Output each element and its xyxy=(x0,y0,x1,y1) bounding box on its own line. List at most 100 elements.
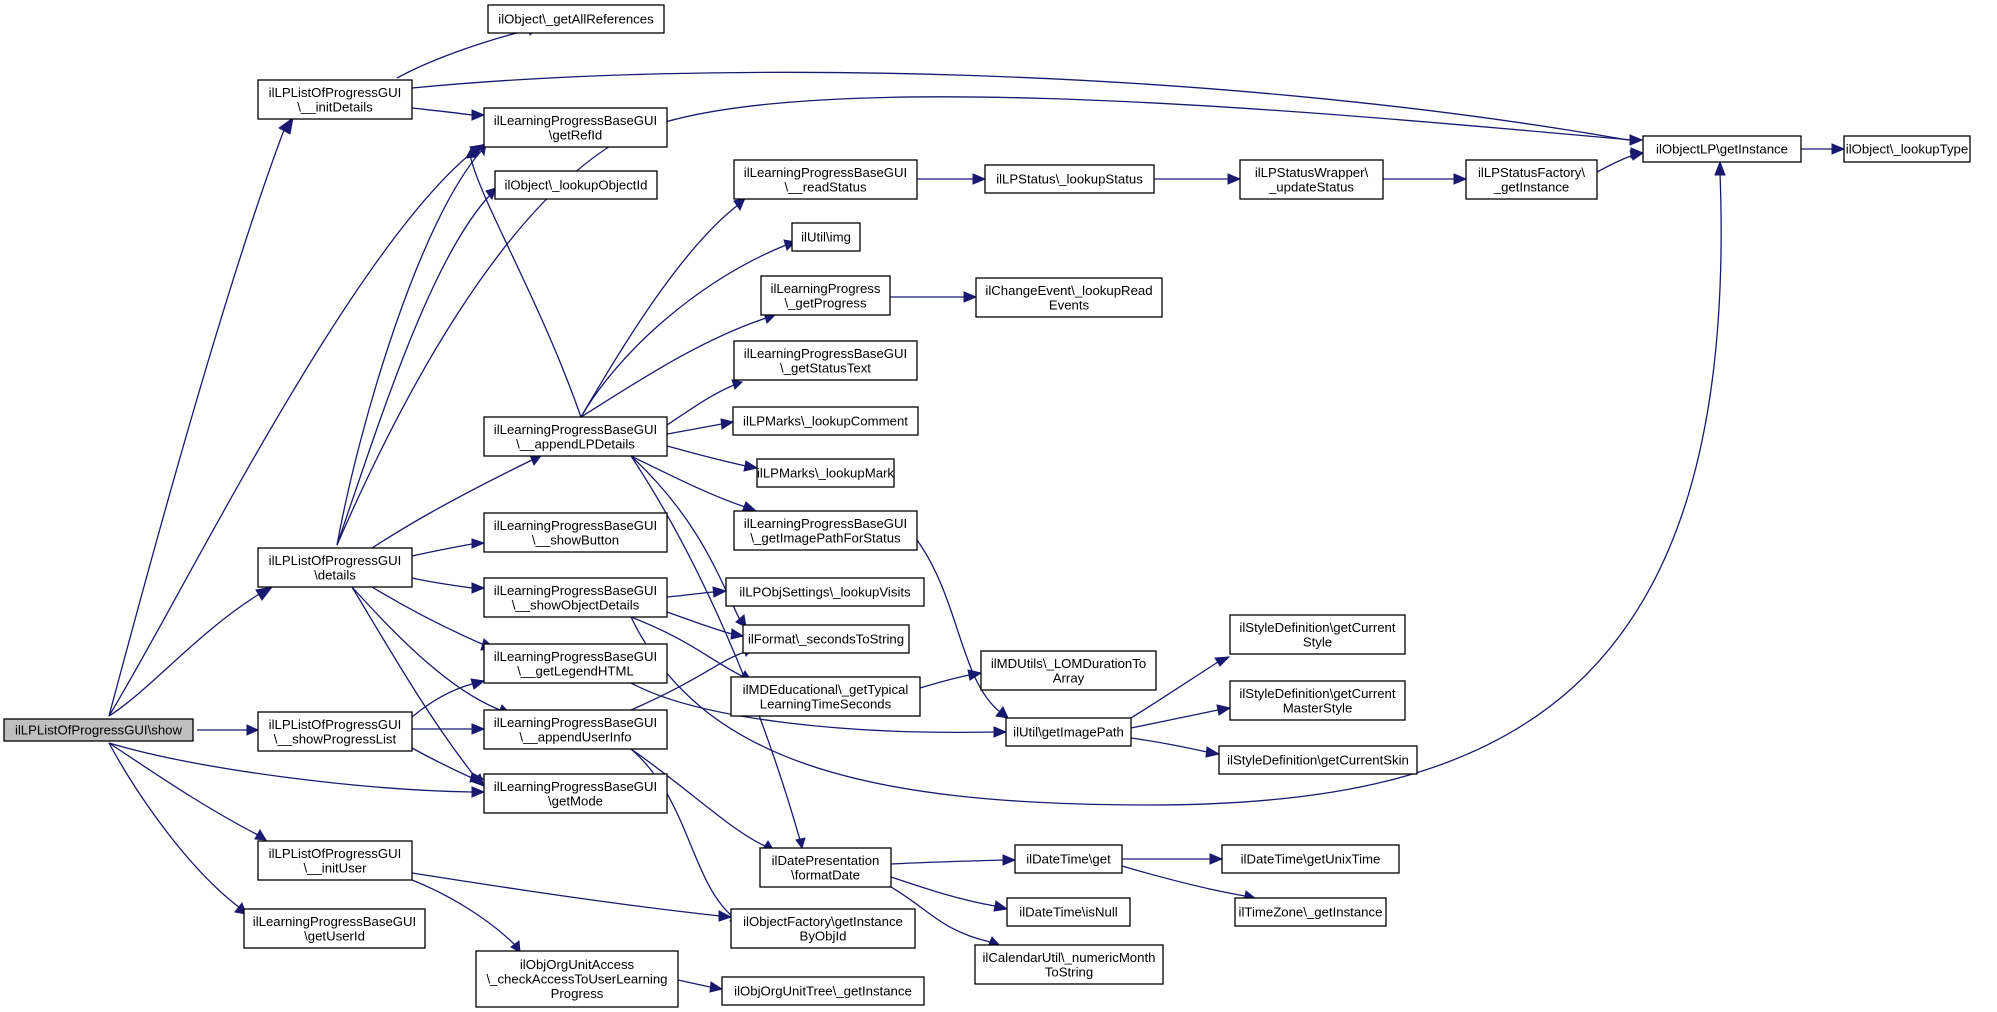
edge-line xyxy=(916,539,1001,713)
node-ilmdeducational-gettypical-learningtimeseconds[interactable]: ilMDEducational\_getTypicalLearningTimeS… xyxy=(730,676,921,717)
arrowhead-icon xyxy=(720,418,735,430)
arrowhead-icon xyxy=(465,145,477,159)
edge-n14-to-n29 xyxy=(666,586,728,598)
node-illplistofprogressgui-show[interactable]: ilLPListOfProgressGUI\show xyxy=(3,718,194,742)
node-box xyxy=(483,577,668,618)
node-box xyxy=(730,676,921,717)
edge-n12-to-n23 xyxy=(666,379,744,426)
node-illplistofprogressgui-initdetails[interactable]: ilLPListOfProgressGUI\__initDetails xyxy=(257,79,413,120)
node-illpmarks-lookupcomment[interactable]: ilLPMarks\_lookupComment xyxy=(732,406,919,436)
node-illpstatuswrapper-updatestatus[interactable]: ilLPStatusWrapper\_updateStatus xyxy=(1239,159,1384,200)
node-label-line: ilDateTime\get xyxy=(1026,852,1111,867)
edge-line xyxy=(371,586,483,645)
node-label-line: ilObject\_lookupObjectId xyxy=(505,178,648,193)
node-label-line: ilStyleDefinition\getCurrent xyxy=(1239,686,1395,701)
node-illpmarks-lookupmark[interactable]: ilLPMarks\_lookupMark xyxy=(756,458,895,488)
node-illplistofprogressgui-showprogresslist[interactable]: ilLPListOfProgressGUI\__showProgressList xyxy=(257,711,413,752)
node-label-line: LearningTimeSeconds xyxy=(760,696,892,711)
node-illearningprogressbasegui-getmode[interactable]: ilLearningProgressBaseGUI\getMode xyxy=(483,773,668,814)
node-ilobjectlp-getinstance[interactable]: ilObjectLP\getInstance xyxy=(1642,135,1802,163)
node-box xyxy=(1229,614,1406,655)
node-illearningprogress-getprogress[interactable]: ilLearningProgress\_getProgress xyxy=(760,275,891,316)
node-iltimezone-getinstance[interactable]: ilTimeZone\_getInstance xyxy=(1234,897,1387,927)
edge-n17-to-n19 xyxy=(677,979,724,993)
node-illearningprogressbasegui-getlegendhtml[interactable]: ilLearningProgressBaseGUI\__getLegendHTM… xyxy=(483,643,668,684)
node-label-line: ilLearningProgressBaseGUI xyxy=(744,346,907,361)
arrowhead-icon xyxy=(712,586,728,598)
edge-line xyxy=(580,204,739,418)
node-illearningprogressbasegui-readstatus[interactable]: ilLearningProgressBaseGUI\__readStatus xyxy=(733,159,918,200)
node-illplistofprogressgui-inituser[interactable]: ilLPListOfProgressGUI\__initUser xyxy=(257,840,413,881)
node-ildatetime-isnull[interactable]: ilDateTime\isNull xyxy=(1006,897,1131,927)
node-illearningprogressbasegui-getstatustext[interactable]: ilLearningProgressBaseGUI\_getStatusText xyxy=(733,340,918,381)
node-ilformat-secondstostring[interactable]: ilFormat\_secondsToString xyxy=(742,624,910,654)
node-label-line: ilObjectLP\getInstance xyxy=(1656,142,1788,157)
node-box xyxy=(1465,159,1598,200)
node-label-line: ilObjOrgUnitTree\_getInstance xyxy=(734,984,912,999)
edge-n0-to-n2 xyxy=(108,586,274,717)
node-box xyxy=(257,79,413,120)
arrowhead-icon xyxy=(709,981,724,993)
arrowhead-icon xyxy=(471,723,486,735)
node-illearningprogressbasegui-showbutton[interactable]: ilLearningProgressBaseGUI\__showButton xyxy=(483,512,668,553)
edge-line xyxy=(108,742,473,793)
node-illearningprogressbasegui-getuserid[interactable]: ilLearningProgressBaseGUI\getUserId xyxy=(243,908,426,949)
node-illearningprogressbasegui-showobjectdetails[interactable]: ilLearningProgressBaseGUI\__showObjectDe… xyxy=(483,577,668,618)
node-box xyxy=(984,164,1155,194)
edge-n40-to-n43 xyxy=(1122,853,1224,865)
node-illearningprogressbasegui-appendlpdetails[interactable]: ilLearningProgressBaseGUI\__appendLPDeta… xyxy=(483,416,668,457)
node-ilstyledefinition-getcurrentskin[interactable]: ilStyleDefinition\getCurrentSkin xyxy=(1218,745,1418,775)
node-ilutil-img[interactable]: ilUtil\img xyxy=(791,222,861,252)
arrowhead-icon xyxy=(718,910,733,922)
node-illpstatus-lookupstatus[interactable]: ilLPStatus\_lookupStatus xyxy=(984,164,1155,194)
node-ildatepresentation-formatdate[interactable]: ilDatePresentation\formatDate xyxy=(759,847,892,888)
edge-n12-to-n8 xyxy=(465,145,582,418)
node-ilobject-getallreferences[interactable]: ilObject\_getAllReferences xyxy=(487,4,665,34)
node-label-line: ilTimeZone\_getInstance xyxy=(1239,905,1383,920)
node-box xyxy=(494,170,658,200)
node-label-line: ilLPListOfProgressGUI xyxy=(269,85,402,100)
edge-line xyxy=(890,876,996,907)
node-illpobjsettings-lookupvisits[interactable]: ilLPObjSettings\_lookupVisits xyxy=(725,577,925,607)
node-illearningprogressbasegui-getimagepathforstatus[interactable]: ilLearningProgressBaseGUI\_getImagePathF… xyxy=(733,510,918,551)
node-illplistofprogressgui-details[interactable]: ilLPListOfProgressGUI\details xyxy=(257,547,413,588)
arrowhead-icon xyxy=(1629,150,1645,161)
node-label-line: Array xyxy=(1053,670,1085,685)
edge-n30-to-n35 xyxy=(919,669,983,689)
node-box xyxy=(243,908,426,949)
node-label-line: ilLPObjSettings\_lookupVisits xyxy=(739,585,911,600)
node-ildatetime-get[interactable]: ilDateTime\get xyxy=(1014,844,1123,874)
node-ildatetime-getunixtime[interactable]: ilDateTime\getUnixTime xyxy=(1221,844,1400,874)
node-ilobject-lookupobjectid[interactable]: ilObject\_lookupObjectId xyxy=(494,170,658,200)
node-label-line: \__appendLPDetails xyxy=(516,436,635,451)
edge-line xyxy=(336,96,1633,546)
node-label-line: ilLPStatusWrapper\ xyxy=(1255,165,1369,180)
arrowhead-icon xyxy=(743,460,759,472)
edge-n0-to-n1 xyxy=(108,116,294,717)
edge-line xyxy=(336,149,483,546)
node-ilutil-getimagepath[interactable]: ilUtil\getImagePath xyxy=(1005,717,1132,747)
node-label-line: \__showProgressList xyxy=(274,731,397,746)
node-illpstatusfactory-getinstance[interactable]: ilLPStatusFactory\_getInstance xyxy=(1465,159,1598,200)
edge-line xyxy=(411,543,473,557)
arrowhead-icon xyxy=(255,586,274,601)
arrowhead-icon xyxy=(967,669,983,681)
node-illearningprogressbasegui-getrefid[interactable]: ilLearningProgressBaseGUI\getRefId xyxy=(483,107,668,148)
edge-n2-to-n14 xyxy=(411,577,486,594)
node-label-line: ilUtil\getImagePath xyxy=(1013,725,1124,740)
node-ilobjorgunittree-getinstance[interactable]: ilObjOrgUnitTree\_getInstance xyxy=(721,976,925,1006)
edge-n31-to-n32 xyxy=(1154,173,1242,185)
node-ilobjorgunitaccess-checkaccesstouserlearning-progress[interactable]: ilObjOrgUnitAccess\_checkAccessToUserLea… xyxy=(475,950,679,1008)
node-illearningprogressbasegui-appenduserinfo[interactable]: ilLearningProgressBaseGUI\__appendUserIn… xyxy=(483,709,668,750)
edge-line xyxy=(371,459,533,549)
node-ilobject-lookuptype[interactable]: ilObject\_lookupType xyxy=(1843,135,1971,163)
node-label-line: \__readStatus xyxy=(784,179,867,194)
edge-line xyxy=(1596,155,1632,173)
edge-line xyxy=(411,71,1629,141)
